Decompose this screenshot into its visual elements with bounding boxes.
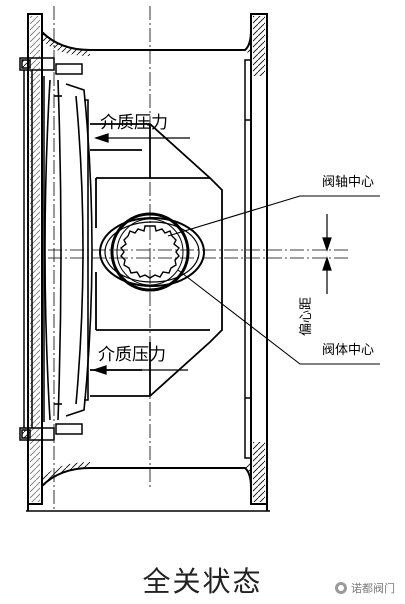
leader-lines (167, 195, 380, 365)
pressure-arrow-top (93, 133, 190, 143)
medium-pressure-label-top: 介质压力 (100, 113, 168, 133)
body-center-label: 阀体中心 (322, 343, 374, 358)
valve-body (26, 13, 270, 512)
pressure-arrow-bottom (91, 365, 188, 375)
offset-dimension (322, 214, 332, 294)
watermark-text: 诺都阀门 (351, 582, 395, 595)
watermark: 诺都阀门 (335, 580, 395, 596)
centerlines (48, 6, 350, 490)
shaft-center-label: 阀轴中心 (322, 175, 374, 190)
right-flange-steps (244, 59, 251, 459)
diagram-caption: 全关状态 (142, 565, 263, 598)
seat-ring (19, 57, 83, 441)
offset-dimension-label: 偏心距 (299, 297, 314, 336)
flange-hatching (30, 16, 265, 502)
wechat-icon (335, 582, 347, 594)
medium-pressure-label-bottom: 介质压力 (98, 345, 166, 365)
